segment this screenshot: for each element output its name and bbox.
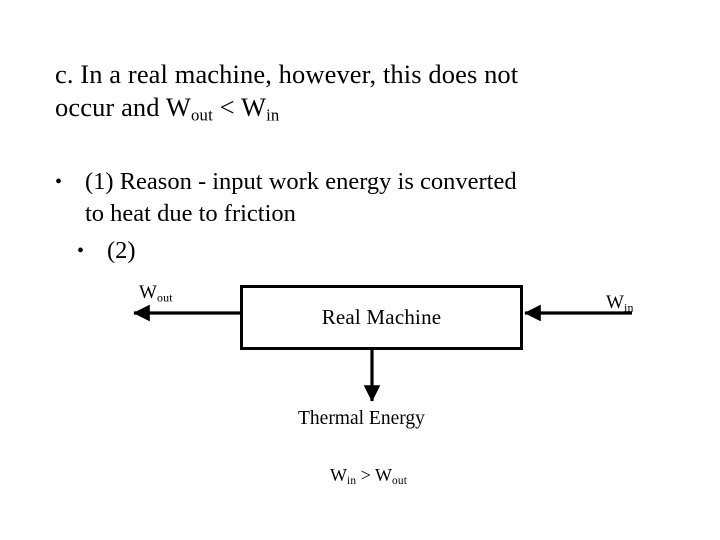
label-work-in-base: W — [606, 292, 624, 313]
formula-subscript-in: in — [347, 475, 357, 488]
label-work-in-subscript: in — [623, 300, 634, 315]
bullet-marker-icon: • — [77, 240, 85, 262]
bullet-marker-icon: • — [55, 171, 63, 193]
label-work-in: Win — [606, 293, 634, 314]
label-work-out-subscript: out — [156, 290, 173, 305]
formula-operator: > W — [356, 465, 393, 485]
formula-subscript-out: out — [392, 475, 408, 488]
label-thermal-energy: Thermal Energy — [298, 408, 425, 429]
heading-block: c. In a real machine, however, this does… — [55, 58, 675, 132]
list-item-text: (2) — [107, 235, 680, 267]
real-machine-box: Real Machine — [240, 285, 523, 350]
heading-subscript-out: out — [191, 105, 213, 125]
formula-base-1: W — [330, 465, 347, 485]
real-machine-label: Real Machine — [321, 305, 442, 329]
heading-line-2-prefix: occur and W — [55, 92, 191, 122]
heading-subscript-in: in — [266, 105, 280, 125]
list-item: • (1) Reason - input work energy is conv… — [55, 166, 680, 230]
heading-line-2: occur and Wout < Win — [55, 91, 675, 132]
label-work-out-base: W — [139, 282, 157, 303]
label-work-out: Wout — [139, 283, 173, 304]
bullet-list: • (1) Reason - input work energy is conv… — [55, 166, 680, 267]
list-item-line-2: to heat due to friction — [85, 200, 296, 227]
list-item-text: (1) Reason - input work energy is conver… — [85, 166, 680, 230]
heading-line-1: c. In a real machine, however, this does… — [55, 59, 519, 89]
label-inequality-formula: Win > Wout — [330, 466, 407, 488]
heading-line-2-mid: < W — [212, 92, 267, 122]
list-item-line-1: (1) Reason - input work energy is conver… — [85, 168, 517, 195]
list-item-line-1: (2) — [107, 237, 136, 264]
list-item: • (2) — [55, 235, 680, 267]
